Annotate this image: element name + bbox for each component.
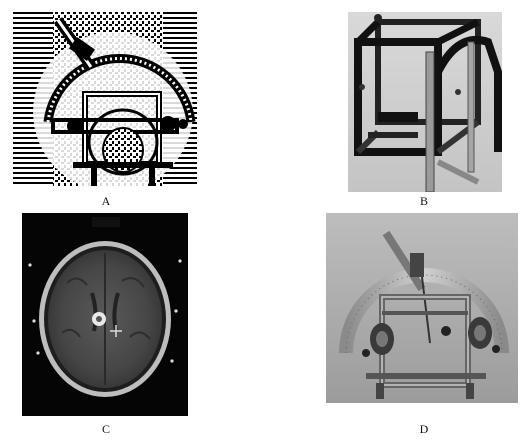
panel-a-label: A bbox=[101, 194, 111, 208]
panel-b-image bbox=[348, 12, 502, 192]
panel-d-image bbox=[326, 213, 518, 403]
panel-a-image bbox=[13, 12, 197, 186]
panel-d-label: D bbox=[419, 422, 429, 436]
panel-b-label: B bbox=[419, 194, 428, 208]
panel-c-image bbox=[22, 213, 188, 416]
panel-c-label: C bbox=[101, 422, 110, 436]
